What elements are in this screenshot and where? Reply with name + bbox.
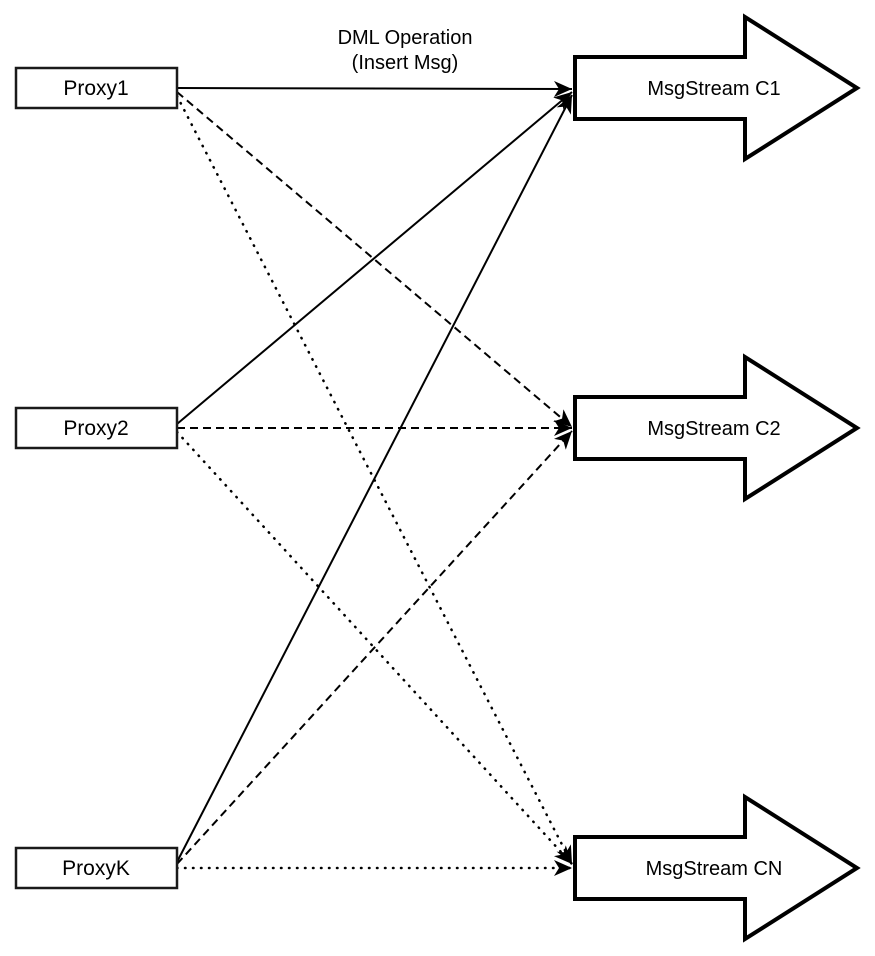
connection-proxy1-c2 xyxy=(176,91,573,428)
proxy1-node: Proxy1 xyxy=(14,66,179,110)
msgstream-c2-arrow-shape xyxy=(573,353,861,503)
proxy1-box xyxy=(14,66,179,110)
proxyk-label: ProxyK xyxy=(62,857,130,880)
proxy2-box xyxy=(14,406,179,450)
proxyk-box xyxy=(14,846,179,890)
msgstream-c2-node: MsgStream C2 xyxy=(573,353,861,503)
proxy2-label: Proxy2 xyxy=(63,417,128,440)
connection-proxy1-c1 xyxy=(176,80,573,97)
dml-operation-label-line1: DML Operation xyxy=(338,27,473,49)
msgstream-cn-label: MsgStream CN xyxy=(646,858,783,880)
proxy1-label: Proxy1 xyxy=(63,77,128,100)
connection-proxyk-c2 xyxy=(176,430,573,865)
msgstream-c1-arrow-shape xyxy=(573,13,861,163)
proxy2-node: Proxy2 xyxy=(14,406,179,450)
msgstream-cn-arrow-shape xyxy=(573,793,861,943)
msgstream-cn-node: MsgStream CN xyxy=(573,793,861,943)
dml-operation-label: DML Operation (Insert Msg) xyxy=(338,27,473,74)
connections-group xyxy=(175,80,574,876)
proxyk-node: ProxyK xyxy=(14,846,179,890)
msgstream-c1-node: MsgStream C1 xyxy=(573,13,861,163)
connection-proxy2-c1 xyxy=(176,91,573,425)
msgstream-c1-label: MsgStream C1 xyxy=(647,78,780,100)
connection-proxyk-c1 xyxy=(176,94,573,863)
msgstream-c2-label: MsgStream C2 xyxy=(647,418,780,440)
dml-operation-label-line2: (Insert Msg) xyxy=(352,52,459,74)
connection-proxy2-cn xyxy=(175,430,574,866)
